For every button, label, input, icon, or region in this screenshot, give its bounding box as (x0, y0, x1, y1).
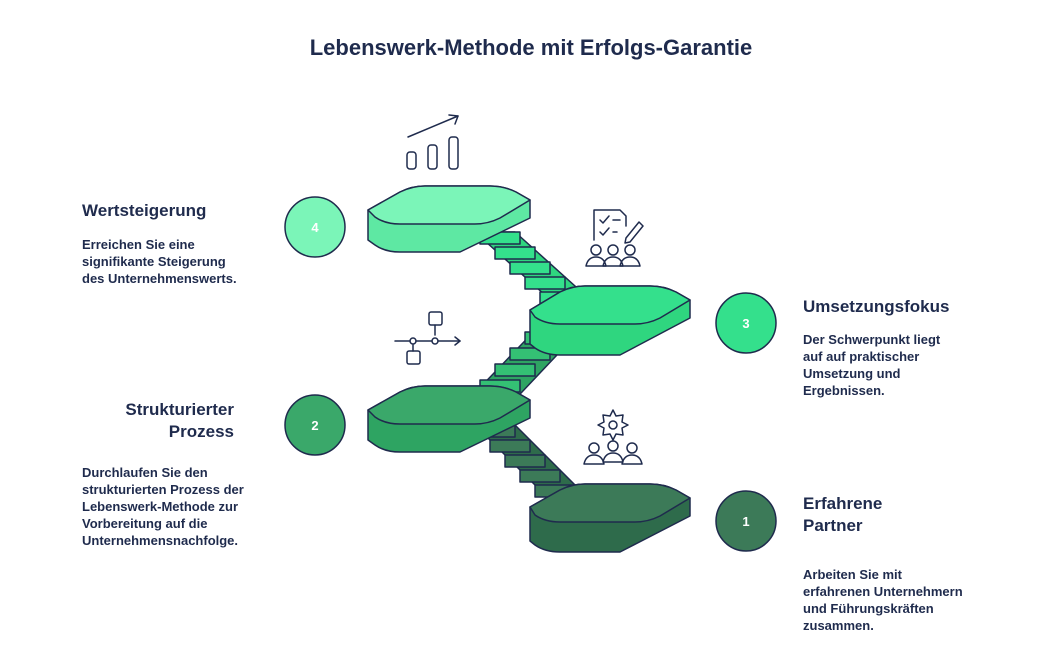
step-number-4: 4 (311, 220, 319, 235)
step-1-description: Arbeiten Sie mit erfahrenen Unternehmern… (803, 566, 1033, 634)
platform-step-1 (530, 484, 690, 552)
step-number-3: 3 (742, 316, 749, 331)
step-2-description: Durchlaufen Sie den strukturierten Proze… (82, 464, 312, 549)
step-4-description: Erreichen Sie eine signifikante Steigeru… (82, 236, 302, 287)
step-3-heading: Umsetzungsfokus (803, 296, 1033, 318)
flowchart-icon (395, 312, 460, 364)
step-circle-2: 2 (285, 395, 345, 455)
growth-chart-icon (407, 115, 458, 169)
team-checklist-icon (586, 210, 643, 266)
step-number-2: 2 (311, 418, 318, 433)
step-4-heading: Wertsteigerung (82, 200, 312, 222)
step-2-heading: Strukturierter Prozess (34, 399, 234, 443)
step-number-1: 1 (742, 514, 749, 529)
step-circle-3: 3 (716, 293, 776, 353)
team-settings-icon (584, 410, 642, 464)
step-1-heading: Erfahrene Partner (803, 493, 1003, 537)
step-circle-1: 1 (716, 491, 776, 551)
step-3-description: Der Schwerpunkt liegt auf auf praktische… (803, 331, 1023, 399)
platform-step-3 (530, 286, 690, 355)
